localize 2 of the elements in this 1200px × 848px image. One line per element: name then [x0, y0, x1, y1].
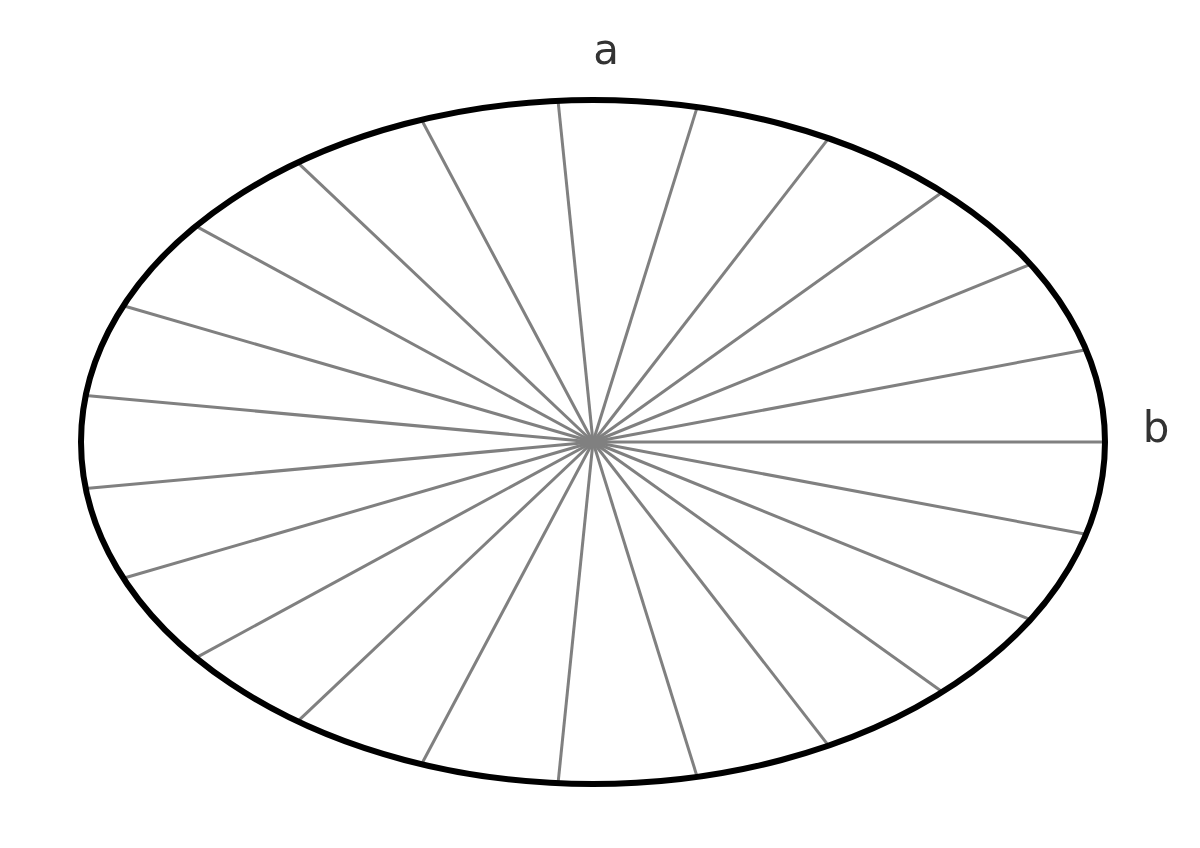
axis-label: b — [1142, 407, 1170, 449]
axis-label: a — [593, 29, 619, 71]
